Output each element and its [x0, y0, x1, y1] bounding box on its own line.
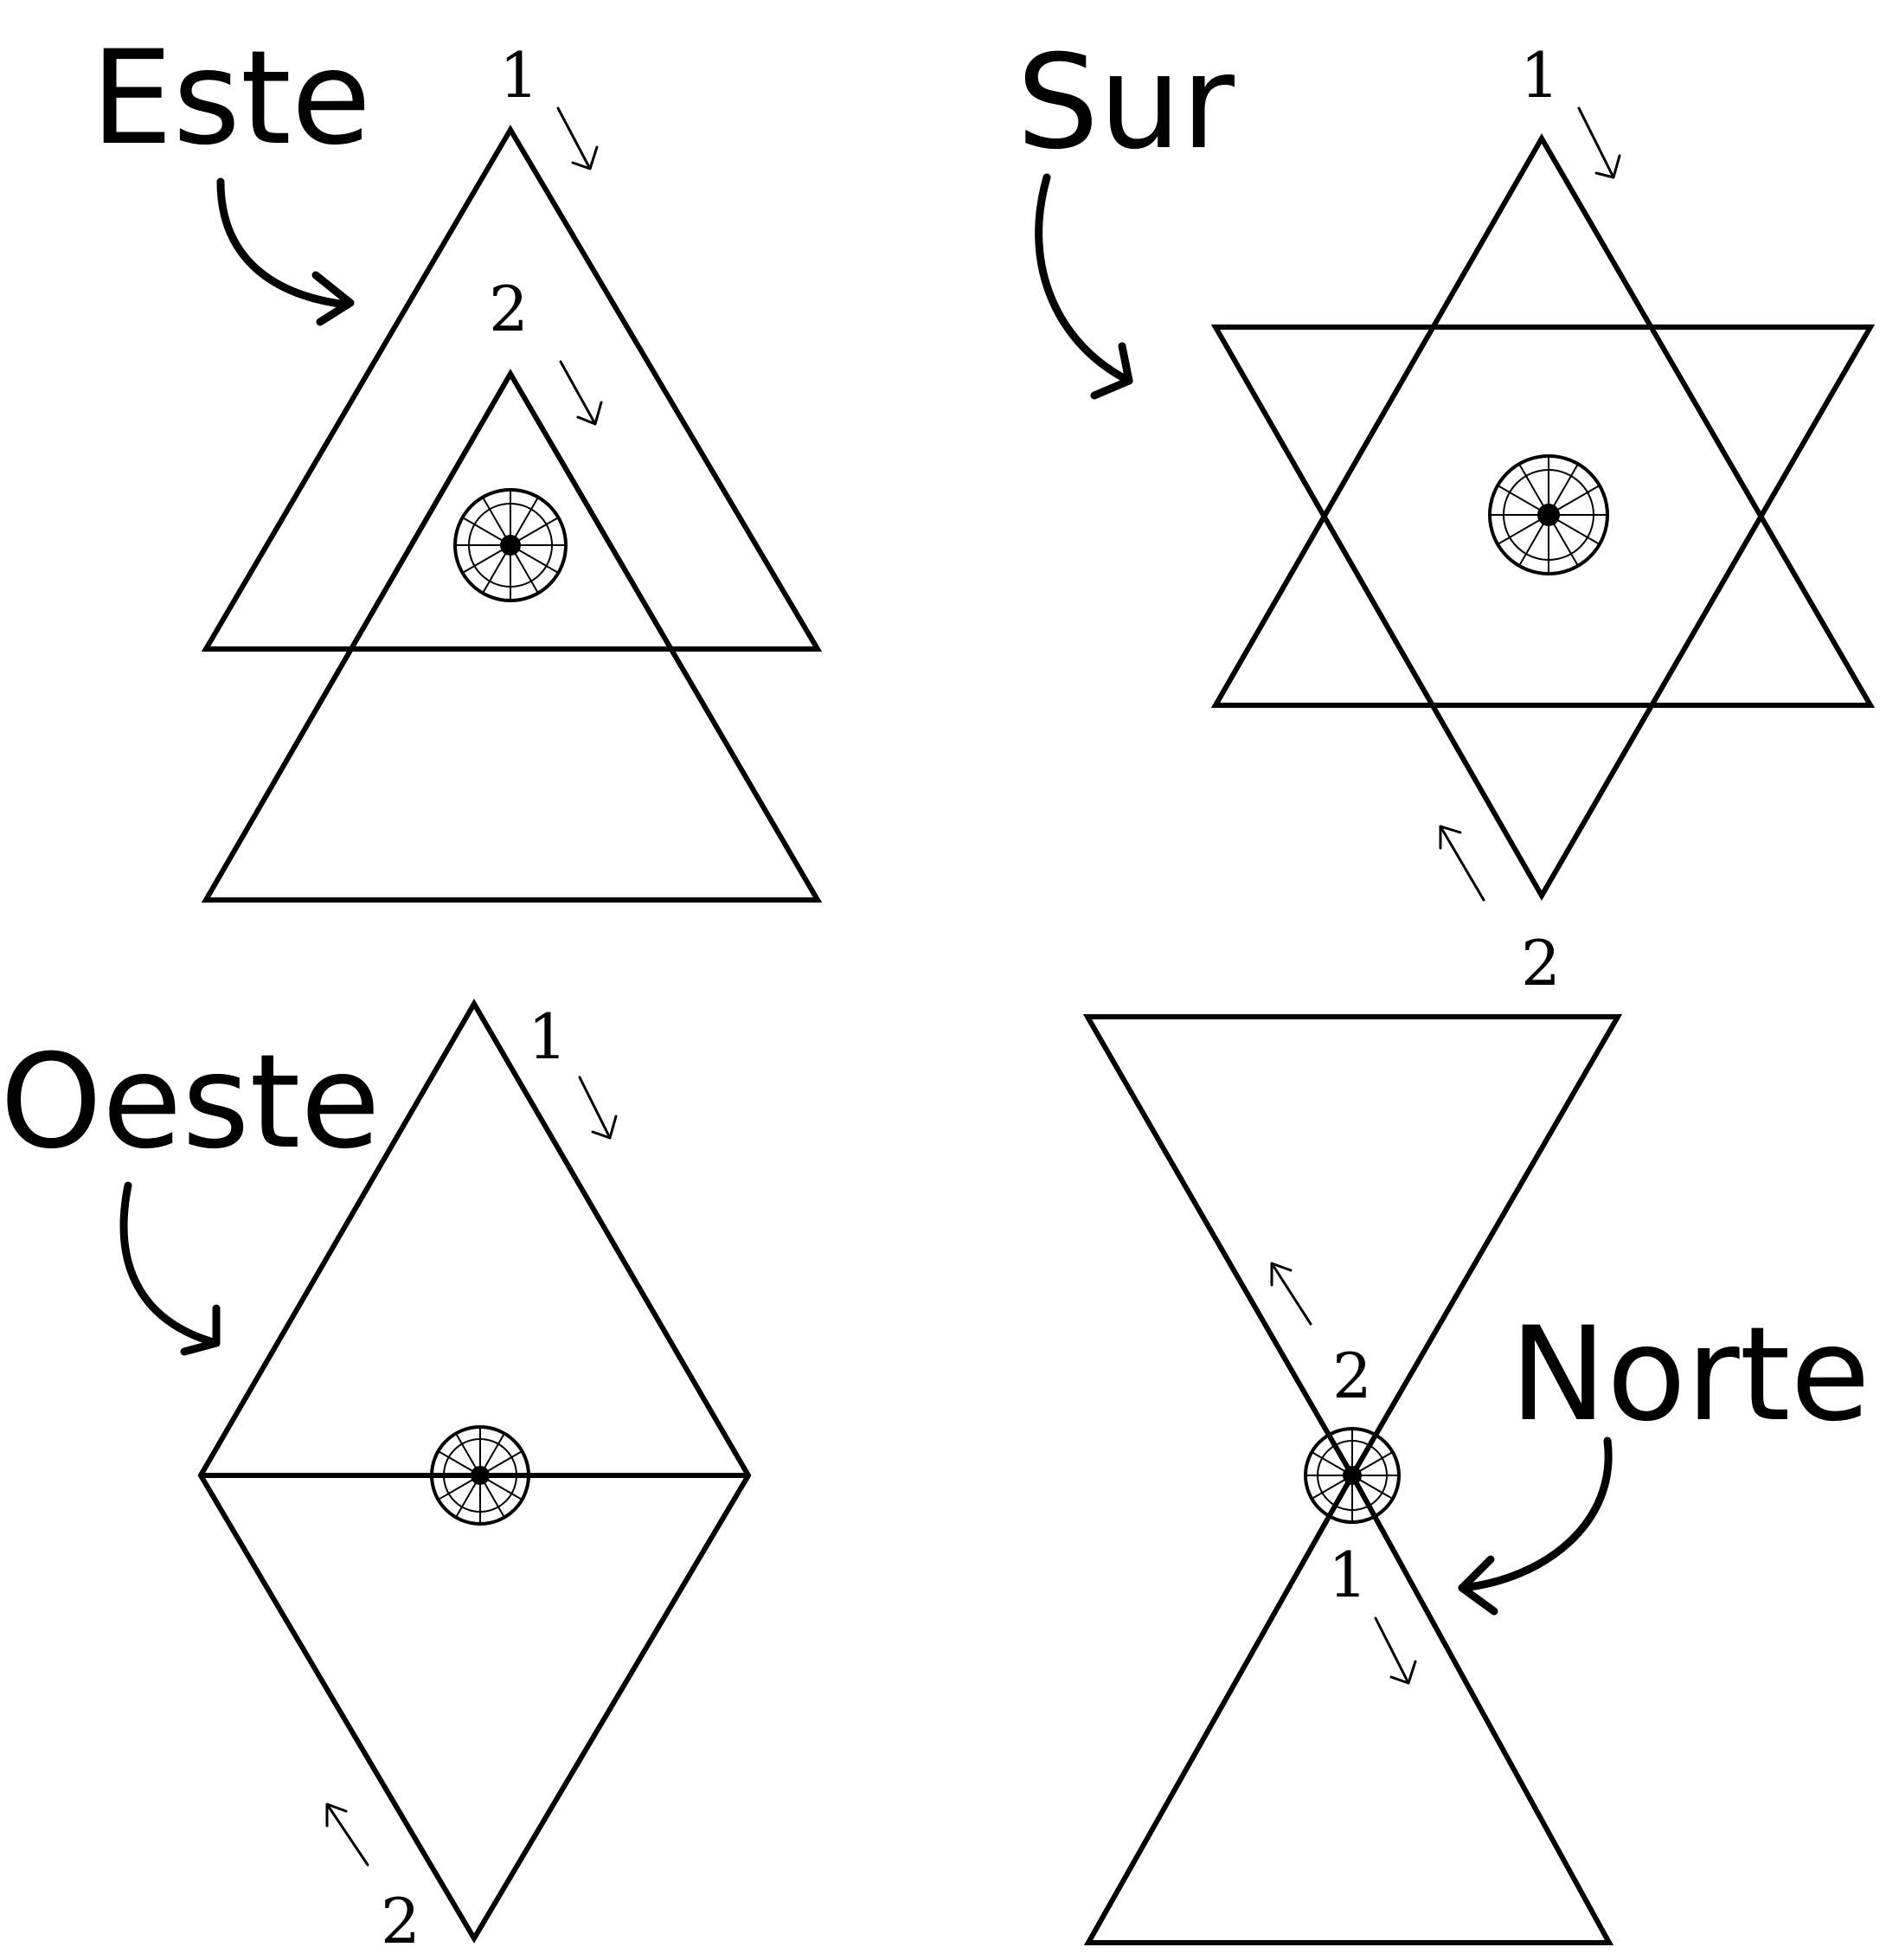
curved-arrow-icon — [1090, 342, 1133, 400]
direction-arrow-icon — [1374, 1616, 1417, 1685]
rhombus — [197, 999, 752, 1944]
diagram-north: Norte 2 1 — [1082, 1014, 1870, 1945]
upper-inverted-triangle — [1082, 1014, 1623, 1481]
curved-arrow-icon — [216, 177, 350, 309]
lower-triangle — [201, 369, 823, 903]
label-north: Norte — [1510, 1300, 1870, 1450]
number-one: 1 — [1520, 39, 1560, 112]
diagram-west: Oeste 1 2 — [0, 999, 752, 1957]
dharma-wheel-icon — [1304, 1427, 1401, 1524]
dharma-wheel-icon — [453, 488, 568, 602]
dharma-wheel-icon — [430, 1425, 530, 1526]
direction-arrow-icon — [1577, 106, 1621, 179]
curved-arrow-icon — [1458, 1436, 1613, 1592]
lower-triangle — [1083, 1469, 1614, 1945]
number-two: 2 — [489, 273, 529, 345]
curved-arrow-icon — [311, 271, 355, 326]
number-one: 1 — [528, 1000, 568, 1073]
diagram-south: Sur 1 2 — [1017, 28, 1876, 999]
label-west: Oeste — [0, 1027, 381, 1178]
number-one: 1 — [499, 39, 539, 112]
upper-triangle — [201, 125, 823, 652]
direction-arrow-icon — [556, 106, 599, 170]
label-east: Este — [91, 23, 371, 174]
number-one: 1 — [1328, 1539, 1368, 1611]
curved-arrow-icon — [1035, 173, 1133, 385]
number-two: 2 — [381, 1885, 420, 1957]
downward-triangle — [1210, 325, 1876, 902]
dharma-wheel-icon — [1488, 454, 1609, 575]
direction-arrow-icon — [578, 1076, 618, 1140]
label-south: Sur — [1017, 28, 1235, 178]
curved-arrow-icon — [180, 1304, 221, 1356]
direction-arrow-icon — [325, 1803, 369, 1867]
direction-arrow-icon — [1270, 1262, 1312, 1326]
diagram-east: Este 1 2 — [91, 23, 823, 903]
direction-arrow-icon — [559, 360, 603, 426]
upward-triangle — [1210, 133, 1876, 708]
number-two: 2 — [1521, 927, 1561, 999]
direction-arrow-icon — [1439, 825, 1485, 902]
number-two: 2 — [1332, 1340, 1372, 1412]
curved-arrow-icon — [1458, 1555, 1498, 1616]
curved-arrow-icon — [119, 1181, 221, 1347]
